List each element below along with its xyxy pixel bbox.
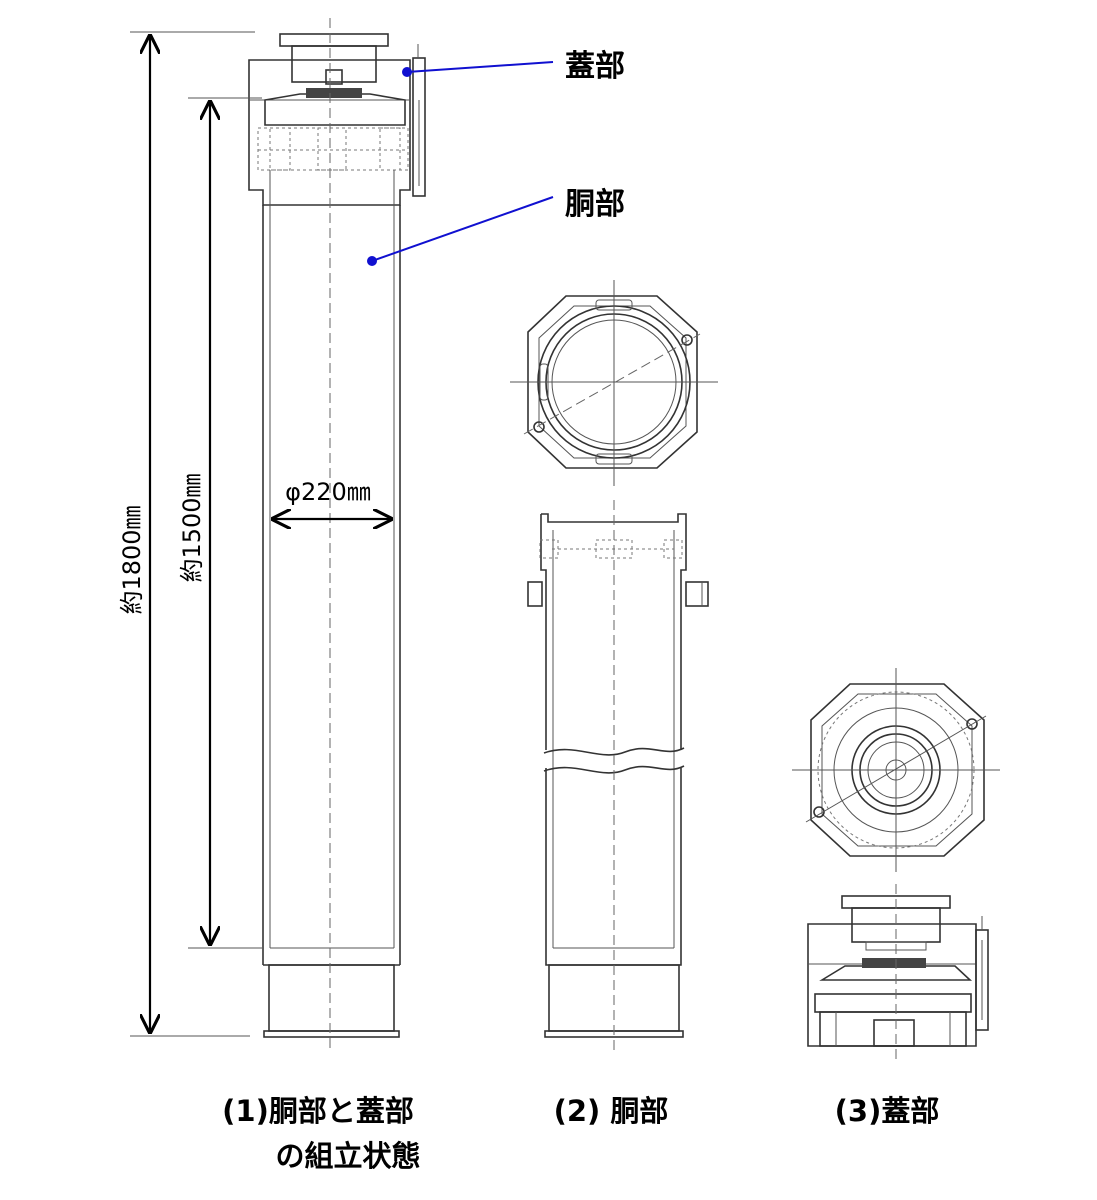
lid-side-view (807, 884, 989, 1062)
body-height-label: 約1500㎜ (178, 473, 206, 582)
total-height-label: 約1800㎜ (118, 505, 146, 614)
body-label: 胴部 (565, 187, 625, 222)
assembled-view: 約1800㎜ 約1500㎜ φ220㎜ 蓋部 胴部 (118, 18, 625, 1052)
caption-lid: (3)蓋部 (835, 1094, 940, 1128)
caption-body: (2) 胴部 (554, 1094, 669, 1128)
caption-assembled-line1: (1)胴部と蓋部 (222, 1094, 414, 1128)
diameter-label: φ220㎜ (285, 478, 371, 506)
body-side-view (527, 500, 709, 1052)
lid-label: 蓋部 (565, 49, 625, 84)
body-top-view (510, 280, 718, 486)
lid-top-view (792, 668, 1000, 872)
caption-assembled-line2: の組立状態 (275, 1139, 420, 1173)
